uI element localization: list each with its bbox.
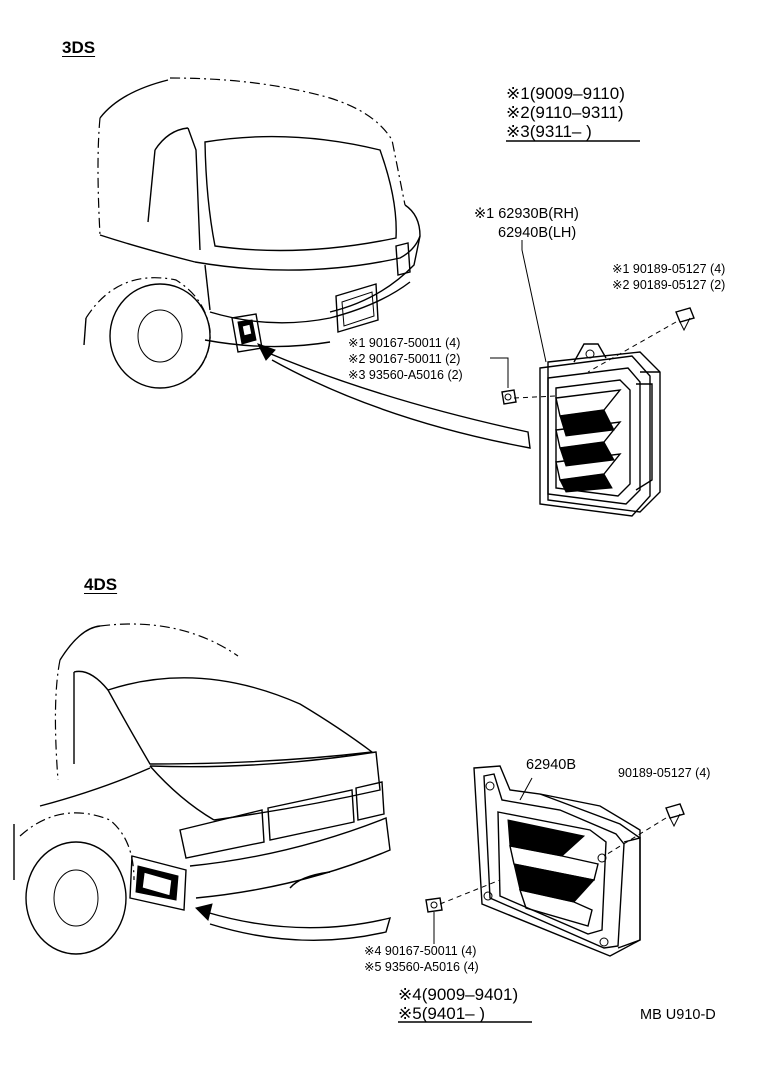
screw-part-1: ※1 90189-05127 (4) [612,262,726,276]
part-number-4ds: 62940B [526,757,576,773]
screw-top [675,307,695,332]
screw-part-4ds: 90189-05127 (4) [618,766,711,780]
bolt-bottom [425,897,443,913]
sedan-car-illustration [13,623,392,955]
legend-row: ※5(9401– ) [398,1004,486,1023]
legend-row: ※3(9311– ) [506,122,592,141]
quarter-vent-assembly-3ds [539,343,661,517]
bolt-part-3: ※3 93560-A5016 (2) [348,368,463,382]
legend-row: ※1(9009–9110) [506,84,625,103]
legend-row: ※4(9009–9401) [398,985,519,1004]
diagram-code: MB U910-D [640,1007,716,1023]
bolt-top [501,389,517,405]
section-title-4ds: 4DS [84,575,118,594]
bolt-part-5: ※5 93560-A5016 (4) [364,960,479,974]
bolt-part-4: ※4 90167-50011 (4) [364,944,477,958]
bolt-part-1: ※1 90167-50011 (4) [348,336,461,350]
hatchback-car-illustration [83,77,531,449]
part-number-lh: 62940B(LH) [498,225,577,241]
bolt-part-2: ※2 90167-50011 (2) [348,352,461,366]
screw-bottom [665,803,685,828]
quarter-vent-assembly-4ds [473,765,641,957]
section-title-3ds: 3DS [62,38,96,57]
screw-part-2: ※2 90189-05127 (2) [612,278,726,292]
part-number-rh: ※1 62930B(RH) [474,206,579,222]
legend-row: ※2(9110–9311) [506,103,624,122]
